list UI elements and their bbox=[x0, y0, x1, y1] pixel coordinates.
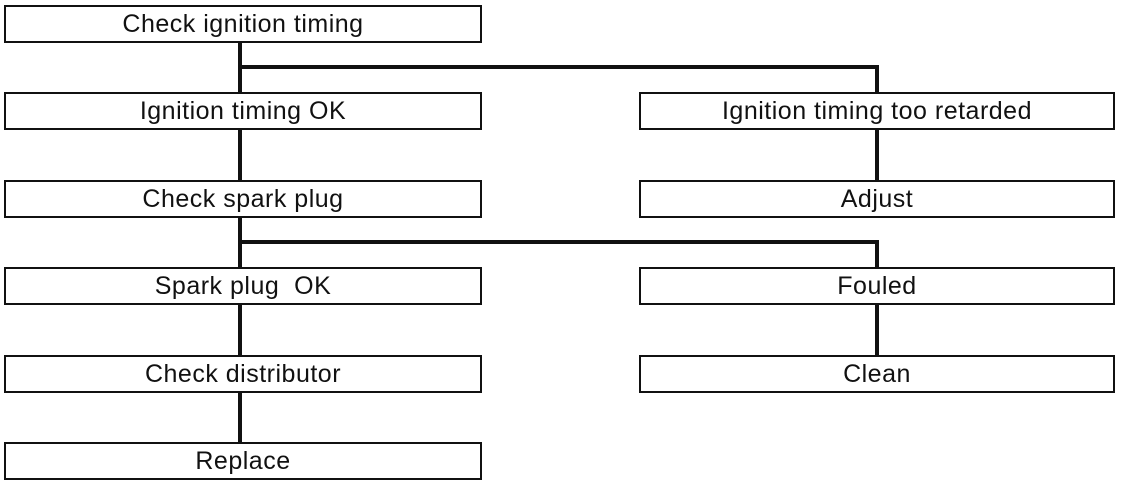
node-label: Ignition timing OK bbox=[139, 96, 347, 125]
node-check-spark-plug: Check spark plug bbox=[4, 180, 482, 218]
node-check-ignition-timing: Check ignition timing bbox=[4, 5, 482, 43]
node-label: Check spark plug bbox=[142, 184, 344, 213]
node-ignition-timing-too-retarded: Ignition timing too retarded bbox=[639, 92, 1115, 130]
node-ignition-timing-ok: Ignition timing OK bbox=[4, 92, 482, 130]
node-label: Spark plug OK bbox=[154, 271, 332, 300]
connector-check-timing-to-too-retarded bbox=[238, 65, 879, 94]
node-adjust: Adjust bbox=[639, 180, 1115, 218]
node-label: Clean bbox=[843, 359, 911, 388]
node-spark-plug-ok: Spark plug OK bbox=[4, 267, 482, 305]
node-label: Replace bbox=[195, 446, 291, 475]
node-label: Check distributor bbox=[144, 359, 342, 388]
node-label: Adjust bbox=[840, 184, 914, 213]
node-label: Fouled bbox=[837, 271, 917, 300]
node-check-distributor: Check distributor bbox=[4, 355, 482, 393]
node-label: Check ignition timing bbox=[122, 9, 364, 38]
node-fouled: Fouled bbox=[639, 267, 1115, 305]
node-label: Ignition timing too retarded bbox=[721, 96, 1032, 125]
node-replace: Replace bbox=[4, 442, 482, 480]
connector-check-plug-to-fouled bbox=[238, 240, 879, 269]
node-clean: Clean bbox=[639, 355, 1115, 393]
